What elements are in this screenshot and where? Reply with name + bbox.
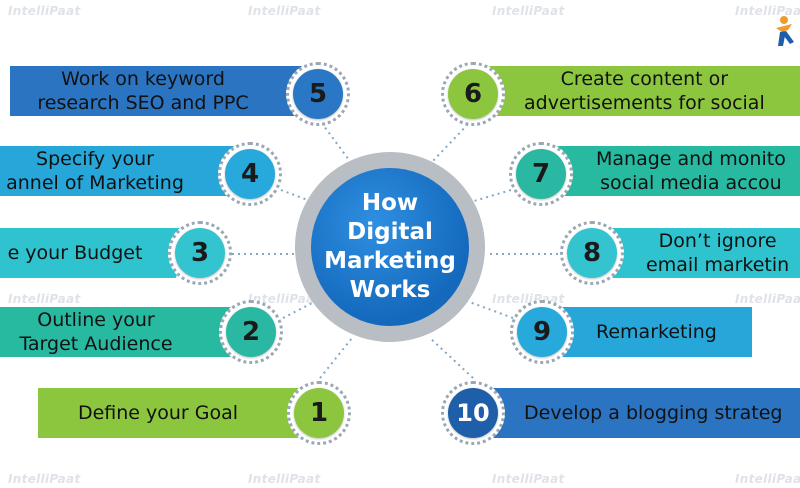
step-6-line-1: Create content or bbox=[560, 68, 729, 90]
hub-line-3: Marketing bbox=[324, 248, 456, 274]
step-2-number: 2 bbox=[226, 307, 276, 357]
connector-1 bbox=[319, 337, 353, 379]
step-5-number: 5 bbox=[293, 69, 343, 119]
watermark: IntelliPaat bbox=[248, 4, 320, 18]
step-2-label: Outline your Target Audience bbox=[19, 308, 172, 356]
step-1-label: Define your Goal bbox=[78, 401, 238, 425]
watermark-text: IntelliPaat bbox=[248, 472, 321, 486]
step-4-line-1: Specify your bbox=[36, 148, 154, 170]
step-10-number: 10 bbox=[448, 388, 498, 438]
watermark-text: IntelliPaat bbox=[248, 292, 321, 306]
watermark: IntelliPaat bbox=[492, 472, 564, 486]
step-8-badge: 8 bbox=[560, 221, 624, 285]
intellipaat-logo-icon bbox=[776, 16, 794, 46]
step-3-banner: e your Budget bbox=[0, 228, 190, 278]
watermark: IntelliPaat bbox=[8, 292, 80, 306]
step-10-badge: 10 bbox=[441, 381, 505, 445]
watermark-text: IntelliPaat bbox=[492, 472, 565, 486]
step-8-label: Don’t ignore email marketin bbox=[646, 229, 789, 277]
watermark: IntelliPaat bbox=[248, 472, 320, 486]
watermark-text: IntelliPaat bbox=[735, 4, 800, 18]
connector-4 bbox=[280, 189, 319, 205]
step-7-line-2: social media accou bbox=[600, 172, 782, 194]
step-5-badge: 5 bbox=[286, 62, 350, 126]
step-6-banner: Create content or advertisements for soc… bbox=[458, 66, 800, 116]
step-1-number: 1 bbox=[294, 388, 344, 438]
watermark-text: IntelliPaat bbox=[735, 292, 800, 306]
step-3-line-1: e your Budget bbox=[7, 242, 143, 264]
step-5-banner: Work on keyword research SEO and PPC bbox=[10, 66, 332, 116]
step-7-badge: 7 bbox=[509, 142, 573, 206]
step-3-label: e your Budget bbox=[8, 241, 143, 265]
watermark-text: IntelliPaat bbox=[8, 472, 81, 486]
step-7-banner: Manage and monito social media accou bbox=[530, 146, 800, 196]
watermark-text: IntelliPaat bbox=[492, 4, 565, 18]
connector-2 bbox=[282, 299, 319, 319]
step-1-banner: Define your Goal bbox=[38, 388, 334, 438]
step-2-line-1: Outline your bbox=[37, 309, 155, 331]
step-7-line-1: Manage and monito bbox=[596, 148, 786, 170]
step-4-number: 4 bbox=[225, 149, 275, 199]
watermark: IntelliPaat bbox=[492, 4, 564, 18]
step-9-line-1: Remarketing bbox=[596, 321, 717, 343]
step-6-badge: 6 bbox=[441, 62, 505, 126]
step-3-number: 3 bbox=[175, 228, 225, 278]
hub-line-2: Digital bbox=[347, 219, 433, 245]
connector-7 bbox=[463, 189, 512, 205]
hub-circle: How Digital Marketing Works bbox=[295, 152, 485, 342]
step-8-line-1: Don’t ignore bbox=[658, 230, 777, 252]
watermark: IntelliPaat bbox=[8, 4, 80, 18]
step-7-label: Manage and monito social media accou bbox=[596, 147, 786, 195]
hub-line-4: Works bbox=[349, 277, 431, 303]
step-9-label: Remarketing bbox=[596, 320, 717, 344]
step-2-badge: 2 bbox=[219, 300, 283, 364]
step-4-banner: Specify your annel of Marketing bbox=[0, 146, 246, 196]
watermark-text: IntelliPaat bbox=[8, 292, 81, 306]
step-4-line-2: annel of Marketing bbox=[6, 172, 184, 194]
step-4-label: Specify your annel of Marketing bbox=[6, 147, 184, 195]
watermark: IntelliPaat bbox=[248, 292, 320, 306]
step-10-line-1: Develop a blogging strateg bbox=[524, 402, 783, 424]
step-8-line-2: email marketin bbox=[646, 254, 790, 276]
step-1-line-1: Define your Goal bbox=[77, 402, 239, 424]
step-8-number: 8 bbox=[567, 228, 617, 278]
step-6-line-2: advertisements for social bbox=[524, 92, 765, 114]
step-6-label: Create content or advertisements for soc… bbox=[524, 67, 765, 115]
hub-title: How Digital Marketing Works bbox=[311, 168, 469, 326]
step-5-label: Work on keyword research SEO and PPC bbox=[37, 67, 248, 115]
step-3-badge: 3 bbox=[168, 221, 232, 285]
step-10-banner: Develop a blogging strateg bbox=[458, 388, 800, 438]
watermark-text: IntelliPaat bbox=[8, 4, 81, 18]
watermark: IntelliPaat bbox=[735, 472, 800, 486]
watermark: IntelliPaat bbox=[8, 472, 80, 486]
step-9-number: 9 bbox=[517, 307, 567, 357]
connector-9 bbox=[463, 299, 514, 319]
step-4-badge: 4 bbox=[218, 142, 282, 206]
connector-10 bbox=[429, 337, 474, 379]
step-10-label: Develop a blogging strateg bbox=[524, 401, 782, 425]
step-2-banner: Outline your Target Audience bbox=[0, 307, 248, 357]
step-1-badge: 1 bbox=[287, 381, 351, 445]
connector-6 bbox=[429, 119, 473, 165]
watermark-text: IntelliPaat bbox=[735, 472, 800, 486]
hub-line-1: How bbox=[361, 190, 419, 216]
step-5-line-1: Work on keyword bbox=[61, 68, 225, 90]
step-7-number: 7 bbox=[516, 149, 566, 199]
watermark: IntelliPaat bbox=[735, 4, 800, 18]
step-2-line-2: Target Audience bbox=[19, 333, 173, 355]
step-9-badge: 9 bbox=[510, 300, 574, 364]
watermark: IntelliPaat bbox=[735, 292, 800, 306]
step-6-number: 6 bbox=[448, 69, 498, 119]
watermark-text: IntelliPaat bbox=[248, 4, 321, 18]
step-5-line-2: research SEO and PPC bbox=[37, 92, 249, 114]
